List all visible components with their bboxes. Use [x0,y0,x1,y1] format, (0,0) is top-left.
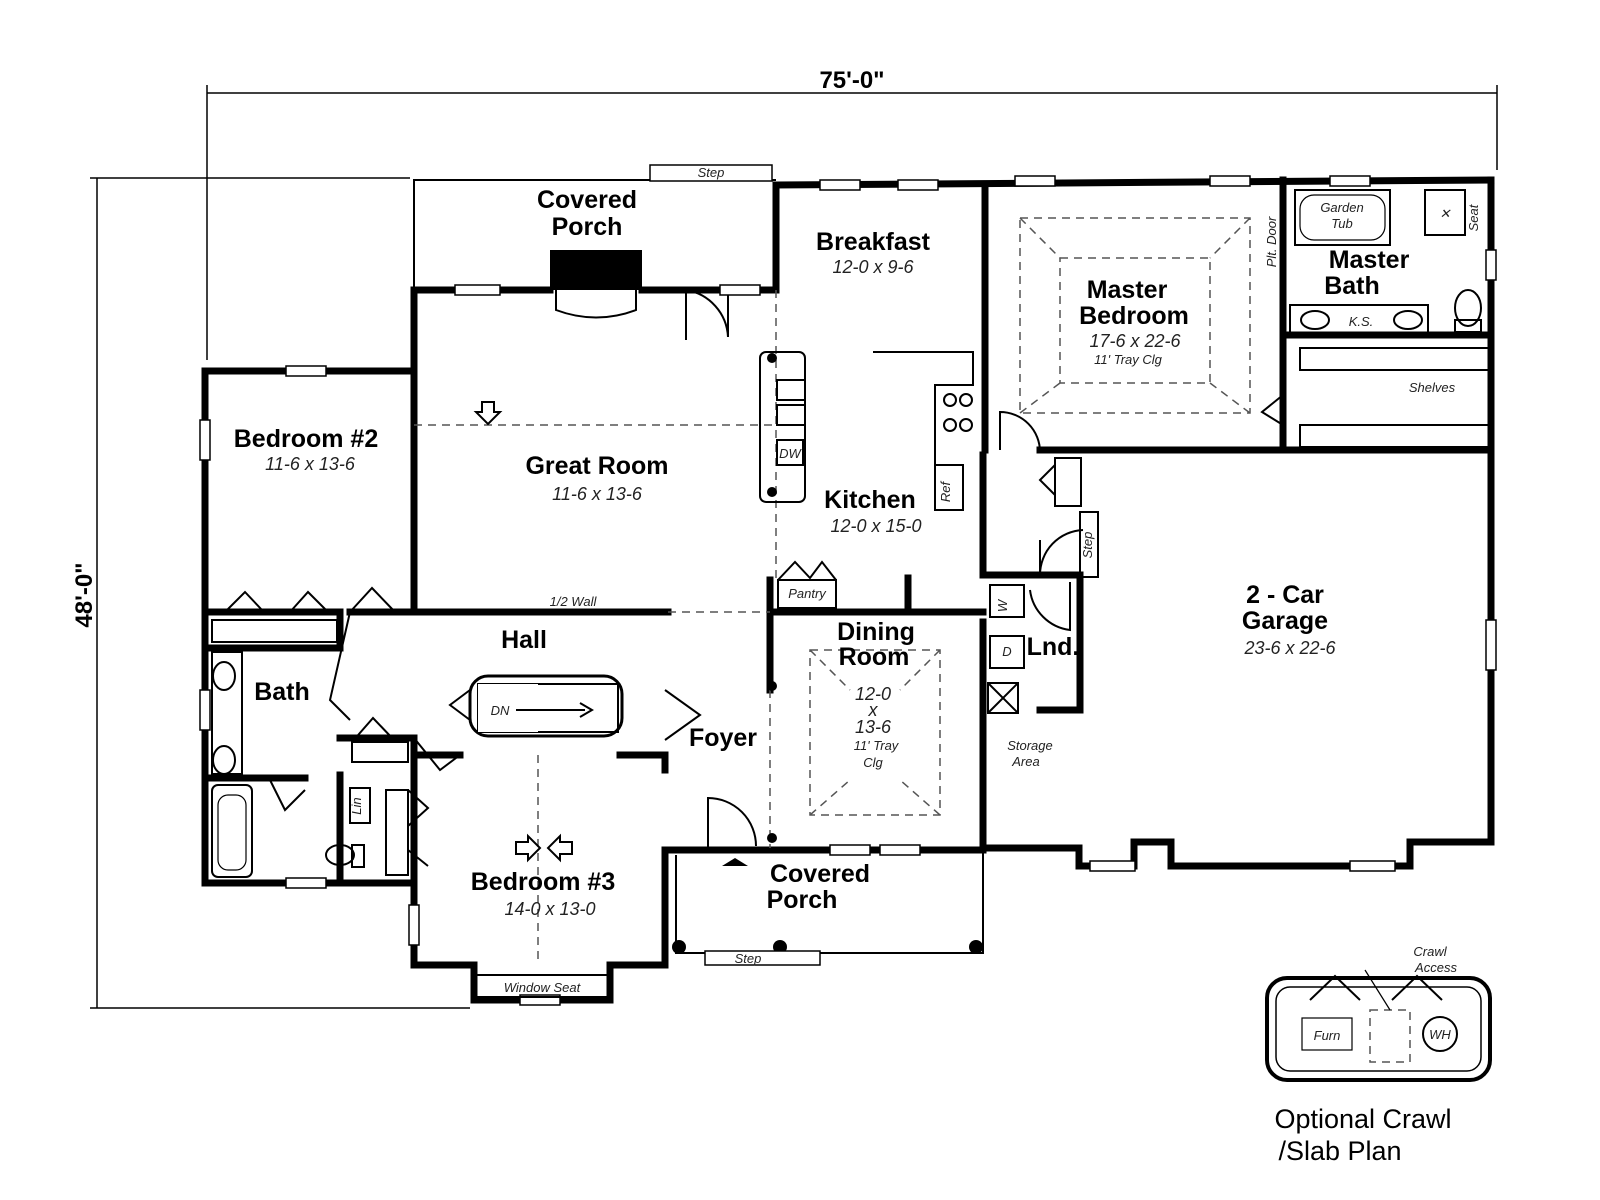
window-seat-label: Window Seat [504,980,582,995]
bedroom-2: Bedroom #2 11-6 x 13-6 [211,425,378,643]
master-bath: Garden Tub ✕ Seat Plt. Door Master Bath … [1260,189,1491,448]
pantry-label: Pantry [788,586,827,601]
kitchen-size: 12-0 x 15-0 [830,516,921,536]
garage-label-2: Garage [1242,607,1328,635]
dining-room: Dining Room 12-0 x 13-6 11' Tray Clg [767,618,941,843]
garage-label-1: 2 - Car [1246,581,1324,609]
dining-size-3: 13-6 [855,717,892,737]
windows [199,175,1497,1006]
linen-label: Lin [349,797,364,814]
front-covered-porch: Step Covered Porch [672,850,984,966]
ref-label: Ref [938,480,953,502]
kitchen: DW Ref Kitchen 12-0 x 15-0 Pantry [759,351,974,609]
garage-size: 23-6 x 22-6 [1243,638,1336,658]
depth-dimension: 48'-0" [71,177,470,1009]
garage-step-label: Step [1080,532,1095,559]
bedroom-3-label: Bedroom #3 [471,868,615,896]
dining-note-2: Clg [863,755,883,770]
room-divisions [414,290,777,960]
ks-label: K.S. [1349,314,1374,329]
storage-label-2: Area [1011,754,1039,769]
rear-porch-label-1: Covered [537,186,637,214]
width-dimension: 75'-0" [206,67,1498,360]
breakfast: Breakfast 12-0 x 9-6 [816,228,931,277]
bedroom-2-label: Bedroom #2 [234,425,378,453]
laundry: W D Lnd. Step [987,457,1099,714]
width-dimension-label: 75'-0" [819,67,884,94]
breakfast-label: Breakfast [816,228,931,256]
depth-dimension-label: 48'-0" [71,562,98,627]
interior-walls [201,176,1495,887]
water-heater-label: WH [1429,1027,1451,1042]
inset-caption-2: /Slab Plan [1278,1136,1401,1166]
rear-step-label: Step [698,165,725,180]
hall: Hall DN [328,586,702,772]
great-room-size: 11-6 x 13-6 [552,484,643,504]
storage-label-1: Storage [1007,738,1053,753]
washer-label: W [995,598,1010,612]
furnace-label: Furn [1314,1028,1341,1043]
plt-door-label: Plt. Door [1264,216,1279,267]
half-wall-label: 1/2 Wall [550,594,598,609]
dw-label: DW [779,446,802,461]
crawl-access-label-2: Access [1414,960,1457,975]
master-bath-label-2: Bath [1324,272,1380,300]
garage: 2 - Car Garage 23-6 x 22-6 Storage Area [1007,581,1336,769]
master-bath-label-1: Master [1329,246,1410,274]
svg-text:✕: ✕ [1440,206,1452,221]
master-bedroom-note: 11' Tray Clg [1094,352,1163,367]
bath-label: Bath [254,678,310,706]
great-room: Great Room 11-6 x 13-6 1/2 Wall [473,401,669,613]
dining-size-2: x [868,700,879,720]
foyer: Foyer [689,724,757,848]
bedroom-3-size: 14-0 x 13-0 [504,899,595,919]
crawl-slab-inset: Furn WH Crawl Access Optional Crawl /Sla… [1265,944,1492,1166]
rear-porch-label-2: Porch [552,213,623,241]
laundry-label: Lnd. [1027,633,1080,661]
bedroom-2-size: 11-6 x 13-6 [265,454,356,474]
kitchen-label: Kitchen [824,486,916,514]
dining-label-2: Room [839,643,910,671]
master-bedroom-label-1: Master [1087,276,1168,304]
rear-covered-porch: Step Covered Porch [413,164,776,340]
shelves-label: Shelves [1409,380,1456,395]
foyer-label: Foyer [689,724,757,752]
master-bedroom-size: 17-6 x 22-6 [1089,331,1181,351]
garden-tub-label-1: Garden [1320,200,1363,215]
front-porch-label-2: Porch [767,886,838,914]
great-room-label: Great Room [525,452,668,480]
dining-label-1: Dining [837,618,915,646]
stair-down-label: DN [491,703,510,718]
crawl-access-label-1: Crawl [1413,944,1447,959]
inset-caption-1: Optional Crawl [1274,1104,1451,1134]
seat-label: Seat [1466,203,1481,231]
master-bedroom: Master Bedroom 17-6 x 22-6 11' Tray Clg [999,217,1251,453]
bedroom-3: Bedroom #3 14-0 x 13-0 Window Seat [471,833,615,998]
front-porch-label-1: Covered [770,860,870,888]
breakfast-size: 12-0 x 9-6 [832,257,914,277]
dining-size-1: 12-0 [855,684,891,704]
hall-label: Hall [501,626,547,654]
dining-note-1: 11' Tray [854,738,900,753]
bath: Bath Lin [211,651,430,878]
dryer-label: D [1002,644,1011,659]
front-step-label: Step [735,951,762,966]
garden-tub-label-2: Tub [1331,216,1352,231]
fireplace [550,250,642,290]
master-bedroom-label-2: Bedroom [1079,302,1189,330]
